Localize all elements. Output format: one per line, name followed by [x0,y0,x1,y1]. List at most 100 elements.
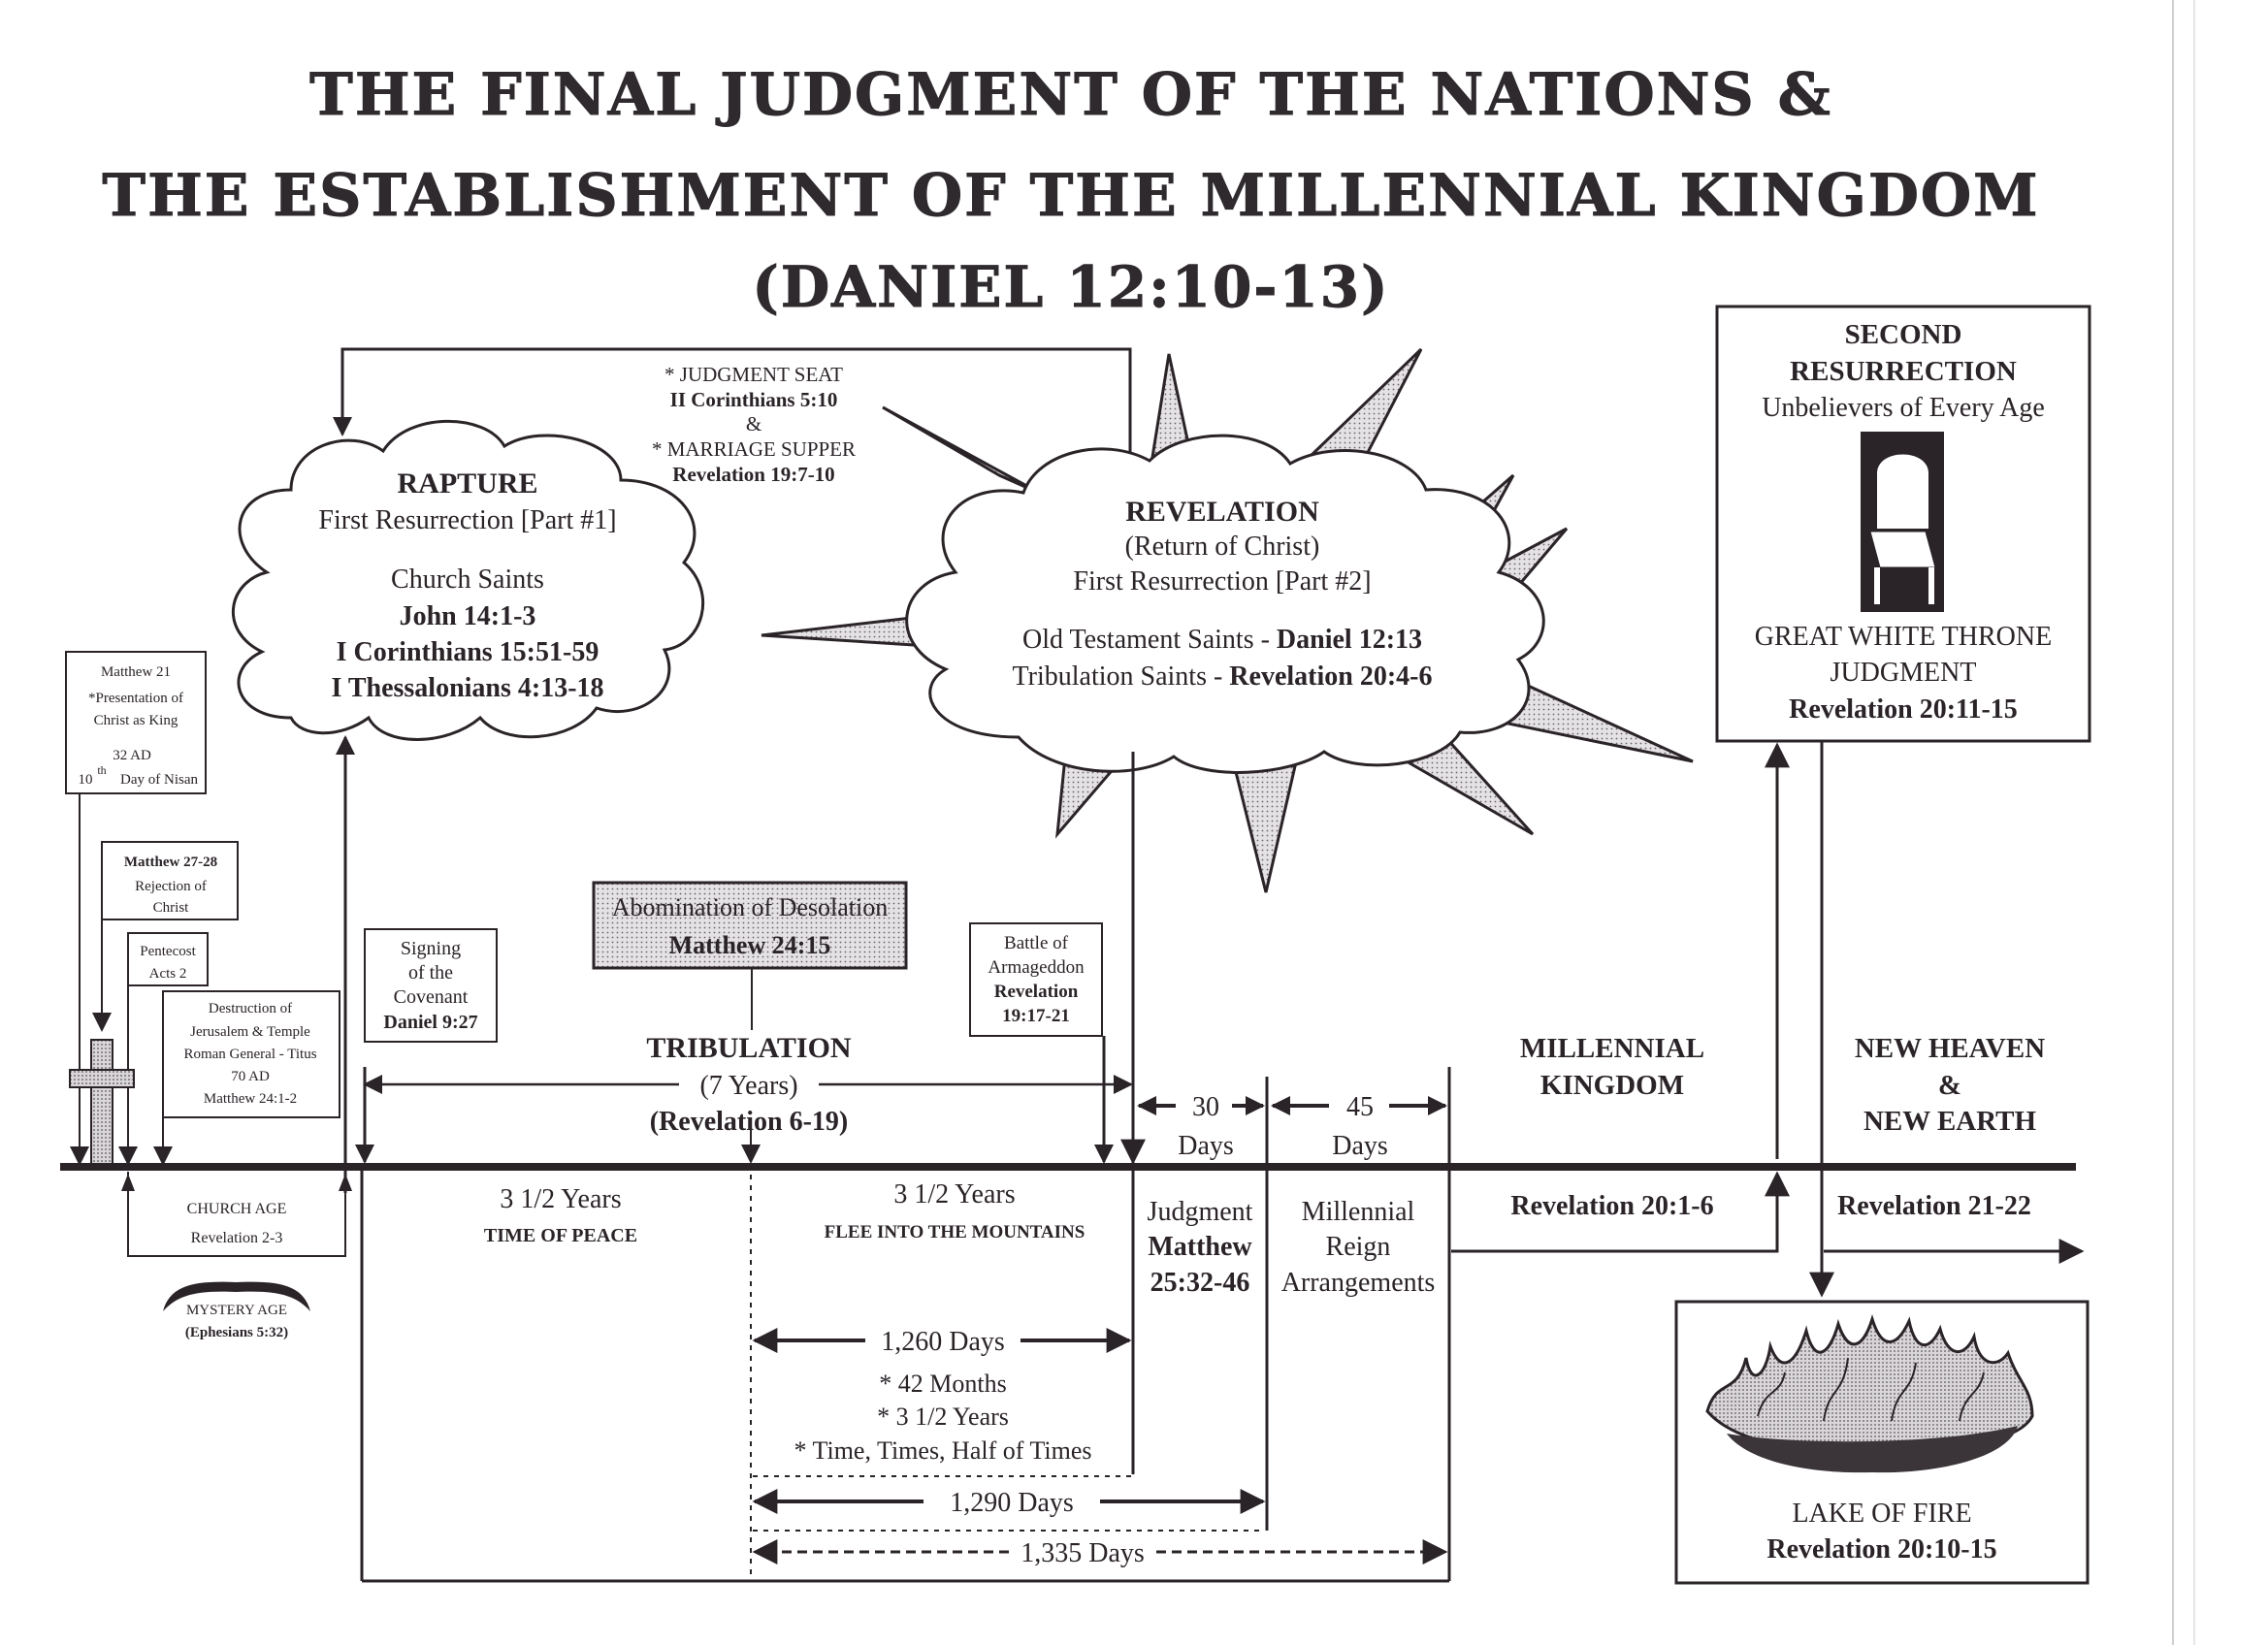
svg-text:30: 30 [1192,1092,1219,1122]
svg-text:* 42 Months: * 42 Months [879,1370,1006,1398]
svg-text:Judgment: Judgment [1148,1197,1253,1227]
time-of-peace-label: 3 1/2 Years TIME OF PEACE [484,1184,637,1246]
svg-text:Acts 2: Acts 2 [149,966,187,982]
svg-text:1,335 Days: 1,335 Days [1021,1538,1145,1568]
svg-text:Jerusalem & Temple: Jerusalem & Temple [190,1024,310,1040]
svg-text:&: & [746,412,761,435]
pentecost-box: Pentecost Acts 2 [127,932,209,986]
days1290-span: 1,290 Days [752,1488,1266,1532]
rapture-title: RAPTURE [397,468,537,500]
svg-text:Matthew 27-28: Matthew 27-28 [124,855,217,870]
svg-text:Reign: Reign [1326,1232,1391,1262]
svg-text:Matthew 21: Matthew 21 [101,664,171,680]
svg-text:II Corinthians 5:10: II Corinthians 5:10 [670,388,838,411]
millennial-kingdom-label: MILLENNIAL KINGDOM Revelation 20:1-6 [1510,1033,1713,1221]
svg-text:(Return of Christ): (Return of Christ) [1125,532,1320,562]
svg-text:FLEE INTO THE MOUNTAINS: FLEE INTO THE MOUNTAINS [825,1222,1085,1242]
abomination-box: Abomination of Desolation Matthew 24:15 [592,881,908,1030]
svg-text:Covenant: Covenant [394,986,469,1008]
matthew21-box: Matthew 21 *Presentation of Christ as Ki… [65,651,207,794]
days45-label: 45 Days [1271,1092,1447,1161]
svg-text:John 14:1-3: John 14:1-3 [400,601,536,631]
svg-text:First Resurrection [Part #1]: First Resurrection [Part #1] [318,505,616,535]
svg-text:19:17-21: 19:17-21 [1002,1006,1070,1026]
svg-text:Arrangements: Arrangements [1281,1268,1436,1298]
svg-text:Millennial: Millennial [1302,1197,1415,1227]
svg-text:(7 Years): (7 Years) [699,1071,797,1101]
title-line-1: THE FINAL JUDGMENT OF THE NATIONS & [309,61,1832,129]
svg-text:* Time, Times, Half of Times: * Time, Times, Half of Times [794,1436,1091,1465]
svg-text:* MARRIAGE SUPPER: * MARRIAGE SUPPER [652,437,856,461]
svg-text:Days: Days [1178,1131,1234,1161]
svg-text:CHURCH AGE: CHURCH AGE [187,1201,287,1217]
svg-text:Battle of: Battle of [1004,933,1069,953]
reign-label: Millennial Reign Arrangements [1281,1197,1436,1298]
svg-text:32 AD: 32 AD [113,748,151,763]
svg-text:I Corinthians 15:51-59: I Corinthians 15:51-59 [337,637,599,667]
title-line-2: THE ESTABLISHMENT OF THE MILLENNIAL KING… [102,162,2039,230]
armageddon-box: Battle of Armageddon Revelation 19:17-21 [969,922,1103,1037]
svg-text:JUDGMENT: JUDGMENT [1831,658,1977,688]
svg-text:70 AD: 70 AD [231,1069,270,1084]
svg-text:25:32-46: 25:32-46 [1150,1268,1250,1298]
svg-text:Pentecost: Pentecost [140,944,196,959]
svg-text:th: th [97,763,106,777]
svg-text:45: 45 [1346,1092,1374,1122]
svg-text:Signing: Signing [401,938,461,959]
svg-text:SECOND: SECOND [1845,319,1962,350]
svg-text:Roman General - Titus: Roman General - Titus [183,1047,316,1062]
tribulation-label: TRIBULATION (7 Years) (Revelation 6-19) [363,1032,1133,1137]
svg-text:First Resurrection [Part #2]: First Resurrection [Part #2] [1073,566,1371,597]
svg-text:* JUDGMENT SEAT: * JUDGMENT SEAT [664,363,843,386]
svg-text:Old Testament Saints - Daniel: Old Testament Saints - Daniel 12:13 [1022,625,1422,655]
svg-text:KINGDOM: KINGDOM [1540,1070,1684,1101]
diagram-title: THE FINAL JUDGMENT OF THE NATIONS & THE … [102,61,2039,321]
lake-of-fire-box: LAKE OF FIRE Revelation 20:10-15 [1674,1300,2090,1585]
svg-text:Unbelievers of Every Age: Unbelievers of Every Age [1762,393,2045,423]
throne-icon [1861,432,1944,612]
svg-text:GREAT WHITE THRONE: GREAT WHITE THRONE [1755,622,2052,652]
title-line-3: (DANIEL 12:10-13) [752,254,1389,320]
svg-text:Matthew 24:15: Matthew 24:15 [669,931,831,959]
cross-icon [69,1039,135,1167]
svg-text:Daniel 9:27: Daniel 9:27 [383,1012,477,1033]
svg-text:TIME OF PEACE: TIME OF PEACE [484,1225,637,1246]
second-resurrection-box: SECOND RESURRECTION Unbelievers of Every… [1715,305,2091,743]
rapture-cloud: RAPTURE First Resurrection [Part #1] Chu… [232,419,705,741]
flee-label: 3 1/2 Years FLEE INTO THE MOUNTAINS [825,1179,1085,1242]
svg-text:Revelation 19:7-10: Revelation 19:7-10 [672,463,834,486]
svg-text:MYSTERY AGE: MYSTERY AGE [186,1303,287,1318]
svg-text:NEW HEAVEN: NEW HEAVEN [1855,1033,2045,1064]
svg-text:Abomination of Desolation: Abomination of Desolation [612,893,889,921]
church-age-label: CHURCH AGE Revelation 2-3 MYSTERY AGE (E… [121,1172,352,1340]
svg-text:*Presentation of: *Presentation of [88,691,183,706]
svg-text:Revelation 20:11-15: Revelation 20:11-15 [1789,694,2018,725]
svg-text:Matthew 24:1-2: Matthew 24:1-2 [204,1091,297,1107]
svg-text:1,260 Days: 1,260 Days [881,1327,1005,1357]
judgment-seat-note: * JUDGMENT SEAT II Corinthians 5:10 & * … [652,363,856,486]
svg-text:&: & [1938,1070,1961,1101]
days30-label: 30 Days [1137,1092,1265,1161]
svg-text:Destruction of: Destruction of [209,1001,292,1016]
svg-text:NEW EARTH: NEW EARTH [1863,1106,2037,1137]
main-timeline [60,735,2076,1583]
svg-text:Church Saints: Church Saints [391,564,544,595]
fire-icon [1705,1313,2034,1473]
svg-text:TRIBULATION: TRIBULATION [646,1032,851,1064]
svg-text:Days: Days [1332,1131,1388,1161]
days1260-span: 1,260 Days * 42 Months * 3 1/2 Years * T… [752,1327,1132,1477]
judgment-label: Judgment Matthew 25:32-46 [1148,1197,1253,1298]
svg-text:Revelation 20:1-6: Revelation 20:1-6 [1510,1191,1713,1221]
revelation-title: REVELATION [1125,496,1319,528]
svg-text:I Thessalonians 4:13-18: I Thessalonians 4:13-18 [331,673,603,703]
svg-text:3 1/2 Years: 3 1/2 Years [500,1184,621,1214]
svg-text:3 1/2 Years: 3 1/2 Years [893,1179,1015,1210]
covenant-box: Signing of the Covenant Daniel 9:27 [364,928,498,1043]
svg-text:RESURRECTION: RESURRECTION [1790,356,2017,387]
destruction-box: Destruction of Jerusalem & Temple Roman … [162,990,340,1118]
svg-text:Christ: Christ [153,900,190,916]
svg-text:LAKE OF FIRE: LAKE OF FIRE [1792,1499,1971,1529]
svg-text:* 3 1/2 Years: * 3 1/2 Years [877,1403,1009,1431]
revelation-starburst: REVELATION (Return of Christ) First Resu… [761,347,1694,893]
